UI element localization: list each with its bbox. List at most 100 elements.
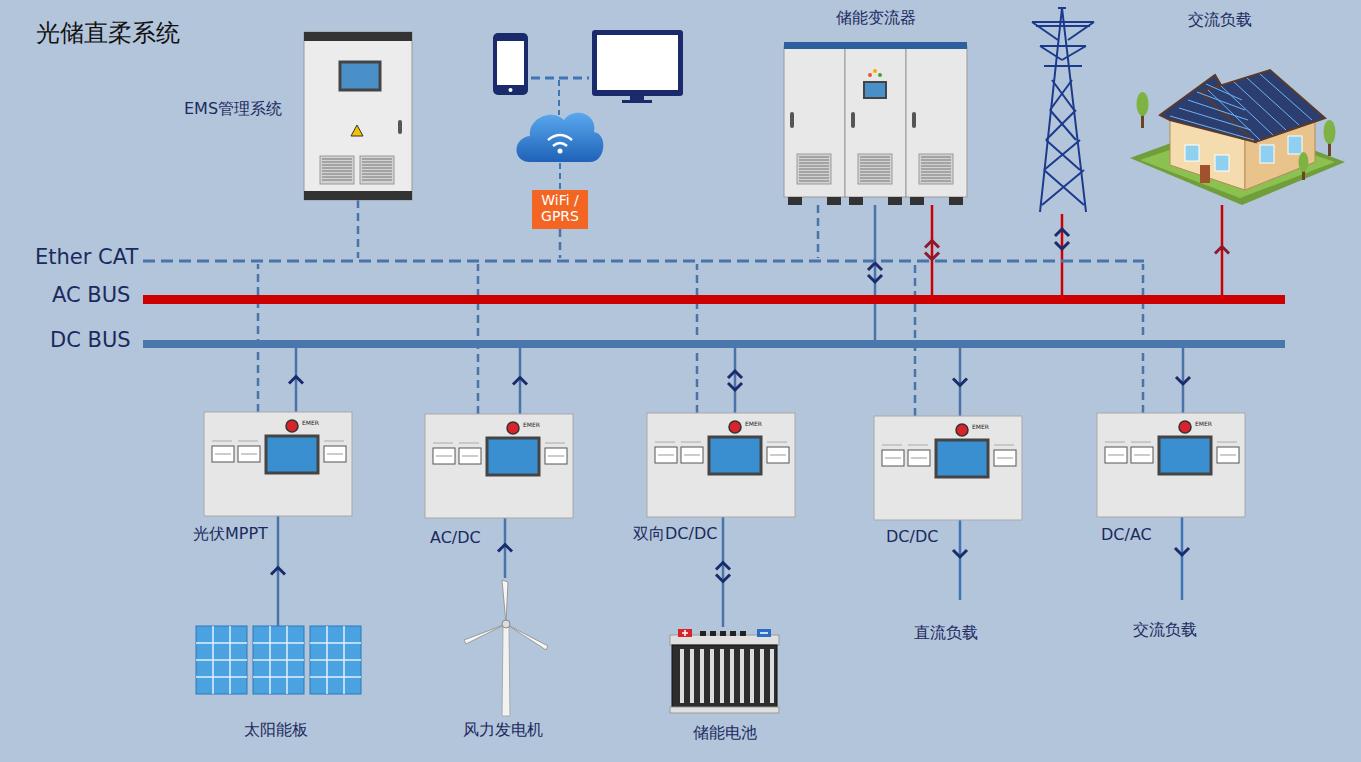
arrow-head xyxy=(728,383,742,390)
connector-line xyxy=(519,348,522,414)
converter-cabinet: 储能变流器 xyxy=(784,42,967,205)
connector-line xyxy=(504,518,507,578)
connector xyxy=(1215,205,1229,295)
connector-line xyxy=(931,205,934,295)
converter-box-art xyxy=(1097,413,1245,517)
connector-line xyxy=(722,517,725,627)
converter-box: 光伏MPPT xyxy=(204,412,352,516)
house-load-art xyxy=(1130,70,1345,205)
connector-line xyxy=(559,229,562,258)
load-label: 直流负载 xyxy=(914,624,978,642)
button-label: EMER xyxy=(302,420,319,427)
ac-bus: AC BUS xyxy=(143,295,1285,304)
arrow-head xyxy=(953,379,967,386)
connector xyxy=(513,348,527,414)
converter-box-art xyxy=(647,413,795,517)
dc-bus-art xyxy=(143,340,1285,348)
connector xyxy=(478,264,479,414)
connector-line xyxy=(874,205,877,340)
converter-box: AC/DC xyxy=(425,414,573,518)
connector-line xyxy=(477,264,480,414)
arrow-head xyxy=(925,241,939,248)
arrow-head xyxy=(271,568,285,575)
load-line xyxy=(953,517,1189,600)
connector-line xyxy=(959,348,962,416)
node-label: 储能变流器 xyxy=(784,9,967,27)
node-label: Ether CAT xyxy=(35,245,138,269)
connector xyxy=(953,348,967,416)
node-label: AC BUS xyxy=(52,283,130,307)
arrow-head xyxy=(1176,377,1190,384)
arrow-head xyxy=(716,563,730,570)
ac-bus-art xyxy=(143,295,1285,304)
link-line xyxy=(531,77,589,80)
connector xyxy=(1176,348,1190,413)
arrow-head xyxy=(1215,247,1229,254)
connector-line xyxy=(295,348,298,412)
connector-line xyxy=(1142,264,1145,413)
arrow-head xyxy=(868,275,882,282)
converter-box-art xyxy=(204,412,352,516)
link-line xyxy=(559,163,561,190)
battery-art xyxy=(668,627,781,713)
ethercat-bus-art xyxy=(143,258,1144,264)
wifi-box: WiFi / GPRS xyxy=(532,190,588,229)
ethercat-bus: Ether CAT xyxy=(143,258,1144,264)
arrow-head xyxy=(925,253,939,260)
monitor-icon xyxy=(592,30,683,103)
button-label: EMER xyxy=(523,422,540,429)
dc-bus: DC BUS xyxy=(143,340,1285,348)
ems-cabinet-art xyxy=(304,32,412,200)
node-label: 太阳能板 xyxy=(244,721,308,739)
connector xyxy=(358,200,359,258)
arrow-head xyxy=(289,377,303,384)
connector-line xyxy=(257,264,260,412)
converter-cabinet-art xyxy=(784,42,967,205)
house-load: 交流负载 xyxy=(1130,70,1345,205)
converter-box: 双向DC/DC xyxy=(647,413,795,517)
button-label: EMER xyxy=(1195,421,1212,428)
link-line xyxy=(558,80,560,115)
button-label: EMER xyxy=(745,421,762,428)
converter-box-art xyxy=(874,416,1022,520)
solar-panel: 太阳能板 xyxy=(196,626,360,694)
node-label: DC/DC xyxy=(886,528,938,546)
connector xyxy=(271,516,285,626)
connector-line xyxy=(357,200,360,258)
load-label: 交流负载 xyxy=(1133,621,1197,639)
connector xyxy=(560,229,561,258)
grid-feed-line xyxy=(1055,214,1069,296)
battery: 储能电池 xyxy=(668,627,781,713)
node-label: 双向DC/DC xyxy=(633,525,717,543)
node-label: AC/DC xyxy=(430,529,481,547)
connector xyxy=(925,205,939,295)
wind-turbine-art xyxy=(462,578,550,718)
solar-panel-art xyxy=(196,626,360,694)
node-label: DC BUS xyxy=(50,328,131,352)
power-tower xyxy=(1032,8,1094,212)
arrow-head xyxy=(716,575,730,582)
arrow-head xyxy=(498,545,512,552)
connector xyxy=(498,518,512,578)
node-label: DC/AC xyxy=(1101,526,1152,544)
node-label: 风力发电机 xyxy=(463,721,543,739)
button-label: EMER xyxy=(972,424,989,431)
converter-box-art xyxy=(425,414,573,518)
ems-cabinet: EMS管理系统 xyxy=(304,32,412,200)
connector-line xyxy=(1182,348,1185,413)
converter-box: DC/AC xyxy=(1097,413,1245,517)
connector xyxy=(289,348,303,412)
connector-line xyxy=(1221,205,1224,295)
node-label: 光伏MPPT xyxy=(193,525,268,543)
connector xyxy=(716,517,730,627)
connector xyxy=(868,205,882,340)
connector-line xyxy=(277,516,280,626)
arrow-head xyxy=(868,263,882,270)
arrow-head xyxy=(513,378,527,385)
connector xyxy=(728,348,742,413)
cloud-icon xyxy=(517,113,604,162)
connector xyxy=(258,264,259,412)
connector xyxy=(818,205,819,258)
wind-turbine: 风力发电机 xyxy=(462,578,550,718)
